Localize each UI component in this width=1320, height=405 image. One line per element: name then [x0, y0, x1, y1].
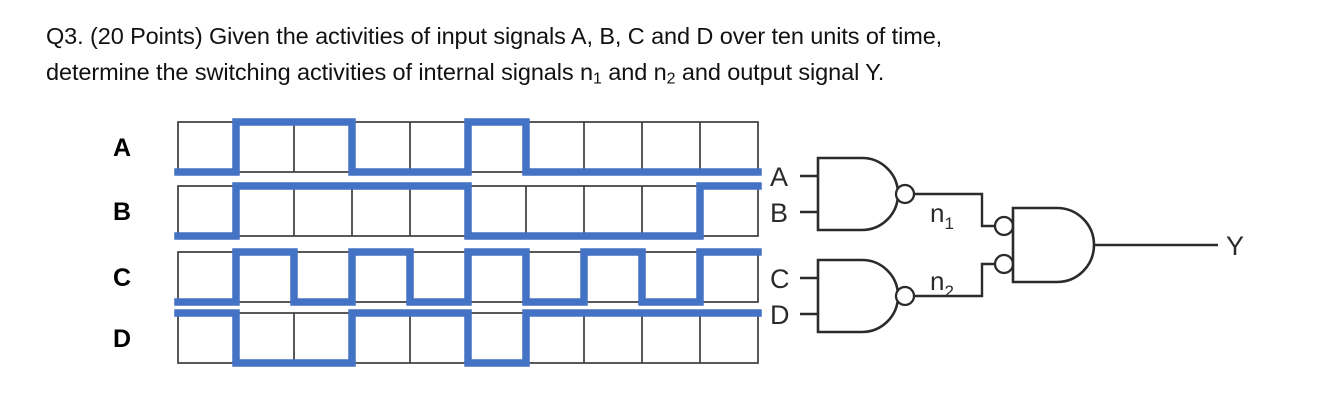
final-gate-input-bubble-n2	[993, 253, 1015, 275]
final-gate-body	[1011, 206, 1096, 284]
signal-label-b: B	[113, 198, 131, 226]
n2-base: n	[930, 266, 944, 296]
circuit-node-label-n1: n1	[930, 198, 954, 233]
question-line-1: Q3. (20 Points) Given the activities of …	[46, 23, 943, 49]
timing-diagram: A B C D	[100, 112, 780, 382]
gate-nand-cd	[800, 258, 916, 334]
nand-cd-body	[816, 258, 900, 334]
circuit-input-label-b: B	[770, 198, 788, 228]
n2-sub: 2	[944, 282, 953, 301]
timing-diagram-svg: A B C D	[113, 118, 762, 367]
circuit-input-label-a: A	[770, 162, 788, 192]
n2-subscript: 2	[666, 70, 676, 88]
circuit-input-label-d: D	[770, 300, 790, 330]
waveform-b	[174, 182, 762, 240]
waveform-d	[174, 309, 762, 367]
question-text: Q3. (20 Points) Given the activities of …	[46, 18, 1286, 98]
circuit-input-label-c: C	[770, 264, 790, 294]
question-line-2-part-1: determine the switching activities of in…	[46, 59, 593, 85]
n1-subscript: 1	[592, 70, 602, 88]
n1-base: n	[930, 198, 944, 228]
signal-label-c: C	[113, 264, 131, 292]
waveform-a	[174, 118, 762, 176]
waveform-trace-group	[174, 118, 762, 367]
circuit-diagram: A B C D n1 n2 Y	[770, 150, 1310, 355]
gate-and-inverted-inputs	[993, 206, 1096, 284]
n1-sub: 1	[944, 214, 953, 233]
nand-ab-output-bubble	[894, 183, 916, 205]
circuit-diagram-svg: A B C D n1 n2 Y	[770, 156, 1244, 334]
question-line-2-part-2: and n	[601, 59, 667, 85]
circuit-output-label-y: Y	[1226, 231, 1244, 261]
signal-label-a: A	[113, 134, 131, 162]
gate-nand-ab	[800, 156, 916, 232]
waveform-c	[174, 248, 762, 306]
nand-cd-output-bubble	[894, 285, 916, 307]
signal-label-group: A B C D	[113, 134, 131, 353]
net-n2-wire	[914, 262, 995, 298]
nand-ab-body	[816, 156, 900, 232]
question-line-2: determine the switching activities of in…	[46, 54, 1286, 98]
net-n1-wire	[914, 192, 995, 228]
signal-label-d: D	[113, 325, 131, 353]
final-gate-input-bubble-n1	[993, 215, 1015, 237]
question-line-2-part-3: and output signal Y.	[675, 59, 885, 85]
circuit-node-label-n2: n2	[930, 266, 954, 301]
